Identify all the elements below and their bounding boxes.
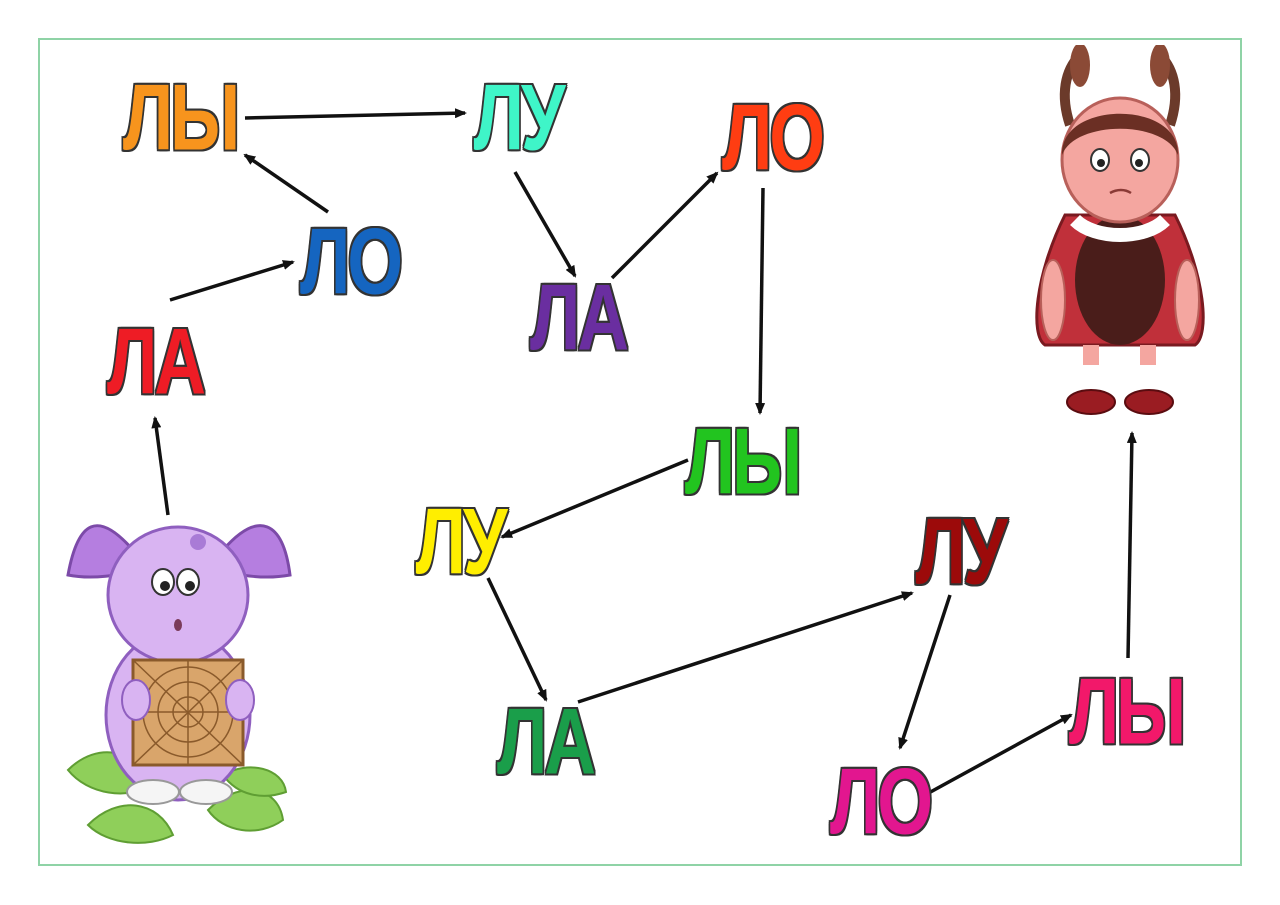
syllable-s12: ЛЫ <box>1068 659 1186 765</box>
arrow-1 <box>151 416 170 516</box>
arrow-8 <box>500 458 689 539</box>
syllable-s2: ЛО <box>300 209 403 315</box>
syllable-s6: ЛО <box>722 85 825 191</box>
syllable-s9: ЛА <box>497 689 596 795</box>
arrow-2 <box>169 260 295 302</box>
syllable-s11: ЛО <box>830 749 933 855</box>
arrow-13 <box>1126 431 1137 659</box>
arrow-9 <box>486 577 548 702</box>
ladybug-girl-icon <box>1035 45 1205 415</box>
luntik-icon <box>66 524 292 844</box>
page-frame <box>38 38 1242 866</box>
syllable-s4: ЛУ <box>473 65 566 171</box>
arrow-10 <box>577 591 914 704</box>
syllable-s10: ЛУ <box>915 499 1008 605</box>
arrow-3 <box>243 153 329 214</box>
arrow-6 <box>610 171 719 280</box>
arrow-4 <box>244 108 467 120</box>
syllable-s1: ЛА <box>107 309 206 415</box>
syllable-s8: ЛУ <box>415 489 508 595</box>
syllable-s3: ЛЫ <box>122 65 240 171</box>
arrow-5 <box>513 171 577 278</box>
syllable-s5: ЛА <box>530 265 629 371</box>
arrow-7 <box>755 187 766 415</box>
arrow-11 <box>898 594 952 750</box>
syllable-s7: ЛЫ <box>684 409 802 515</box>
arrow-12 <box>924 713 1073 797</box>
